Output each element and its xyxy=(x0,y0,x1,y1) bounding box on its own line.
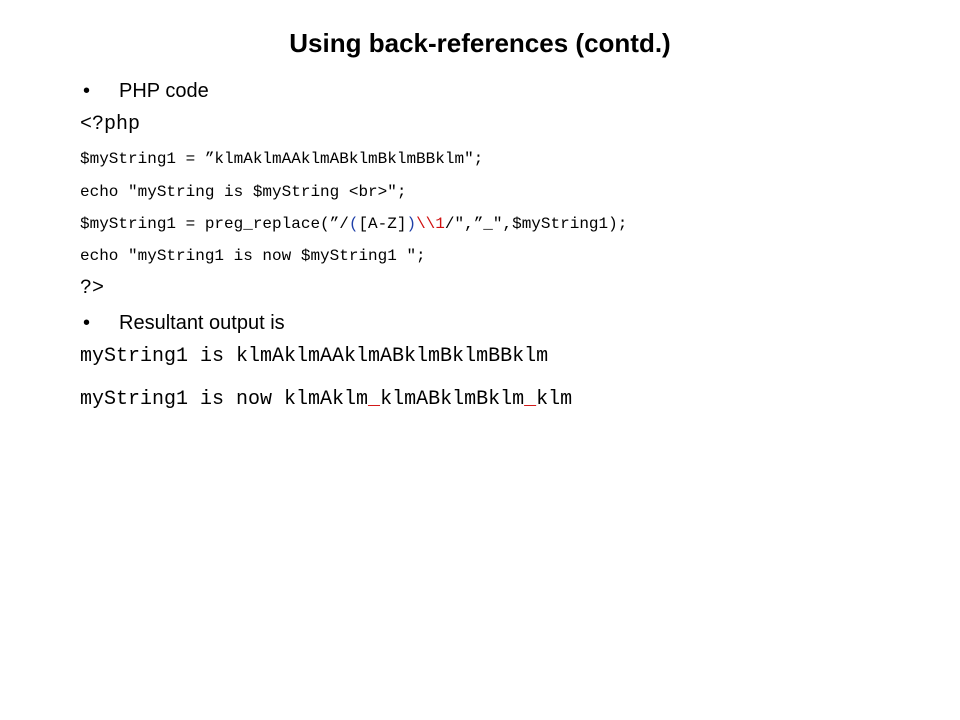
bullet-dot: • xyxy=(83,312,91,334)
code-open-tag: <?php xyxy=(80,113,141,136)
regex-backreference: \\1 xyxy=(416,215,445,233)
output-line-2-part-3: klm xyxy=(536,388,573,411)
bullet-dot: • xyxy=(83,80,91,102)
bullet-label: PHP code xyxy=(119,80,209,102)
code-line-3: $myString1 = preg_replace(”/([A-Z])\\1/"… xyxy=(80,215,627,233)
code-close-tag: ?> xyxy=(80,277,105,300)
code-line-3-suffix: /",”_",$myString1); xyxy=(444,215,628,233)
bullet-label: Resultant output is xyxy=(119,312,285,334)
bullet-resultant-output: • Resultant output is xyxy=(83,312,285,335)
bullet-php-code: • PHP code xyxy=(83,80,209,103)
code-line-3-prefix: $myString1 = preg_replace(”/ xyxy=(80,215,349,233)
output-line-2-part-1: myString1 is now klmAklm xyxy=(80,388,369,411)
regex-open-paren: ( xyxy=(348,215,359,233)
output-line-2-part-2: klmABklmBklm xyxy=(380,388,525,411)
code-line-1: $myString1 = ”klmAklmAAklmABklmBklmBBklm… xyxy=(80,150,484,168)
slide-title: Using back-references (contd.) xyxy=(289,28,671,58)
regex-close-paren: ) xyxy=(406,215,417,233)
code-line-2: echo "myString is $myString <br>"; xyxy=(80,183,407,201)
output-line-2: myString1 is now klmAklm_klmABklmBklm_kl… xyxy=(80,388,572,411)
output-line-1: myString1 is klmAklmAAklmABklmBklmBBklm xyxy=(80,345,549,368)
regex-char-class: [A-Z] xyxy=(358,215,407,233)
code-line-4: echo "myString1 is now $myString1 "; xyxy=(80,247,426,265)
output-underscore-2: _ xyxy=(524,388,537,411)
output-underscore-1: _ xyxy=(368,388,381,411)
